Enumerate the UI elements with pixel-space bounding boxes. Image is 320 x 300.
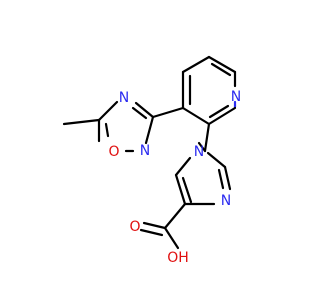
bond-c3-n4-inner xyxy=(131,106,148,120)
bond-methyl xyxy=(62,118,101,126)
bond-c3-c4 xyxy=(181,55,211,74)
bond-n2-c3 xyxy=(144,115,155,145)
bond-c5-c4 xyxy=(174,173,187,206)
bond-c5-c4-inner xyxy=(181,176,193,204)
carboxylic-acid xyxy=(139,202,187,250)
atom-oxadiazole-n2: N xyxy=(140,143,150,159)
imidazole-ring xyxy=(174,151,232,206)
bond-c-o-double xyxy=(142,221,167,230)
bond-c4-c5-inner xyxy=(210,62,232,77)
bond-c4-c5 xyxy=(207,55,237,74)
bond-c6-c2 xyxy=(207,106,237,126)
pyridine-ring xyxy=(181,55,237,126)
bond-c2-n1 xyxy=(206,151,227,169)
bond-n1-c5 xyxy=(174,156,192,177)
molecule-structure: N N N O N N O OH xyxy=(62,55,241,266)
bond-n3-c2-inner xyxy=(217,168,225,190)
bond-c2-c3 xyxy=(181,106,211,126)
bond-c4-cooh xyxy=(163,202,187,230)
bond-c-oh xyxy=(163,226,180,250)
bond-pyr-imid-2 xyxy=(197,141,207,153)
atom-imidazole-n1: N xyxy=(194,144,204,160)
atom-oxadiazole-n4: N xyxy=(119,90,129,106)
bond-c6-c2-inner xyxy=(208,104,230,119)
bond-pyr-oxa xyxy=(151,106,185,119)
bond-n3-c2 xyxy=(223,165,232,191)
atom-carboxyl-o: O xyxy=(129,219,140,235)
atom-pyridine-n: N xyxy=(231,89,241,105)
bond-c-o-double-2 xyxy=(139,228,164,237)
atom-oxadiazole-o1: O xyxy=(108,144,119,160)
atom-imidazole-n3: N xyxy=(221,193,231,209)
oxadiazole-ring xyxy=(62,100,185,153)
bond-n4-c5 xyxy=(97,100,119,122)
bond-c5-o1-inner xyxy=(104,122,110,138)
atom-carboxyl-oh: OH xyxy=(167,250,189,266)
bond-pyr-imid xyxy=(203,122,211,153)
bond-c3-n4 xyxy=(134,101,155,119)
